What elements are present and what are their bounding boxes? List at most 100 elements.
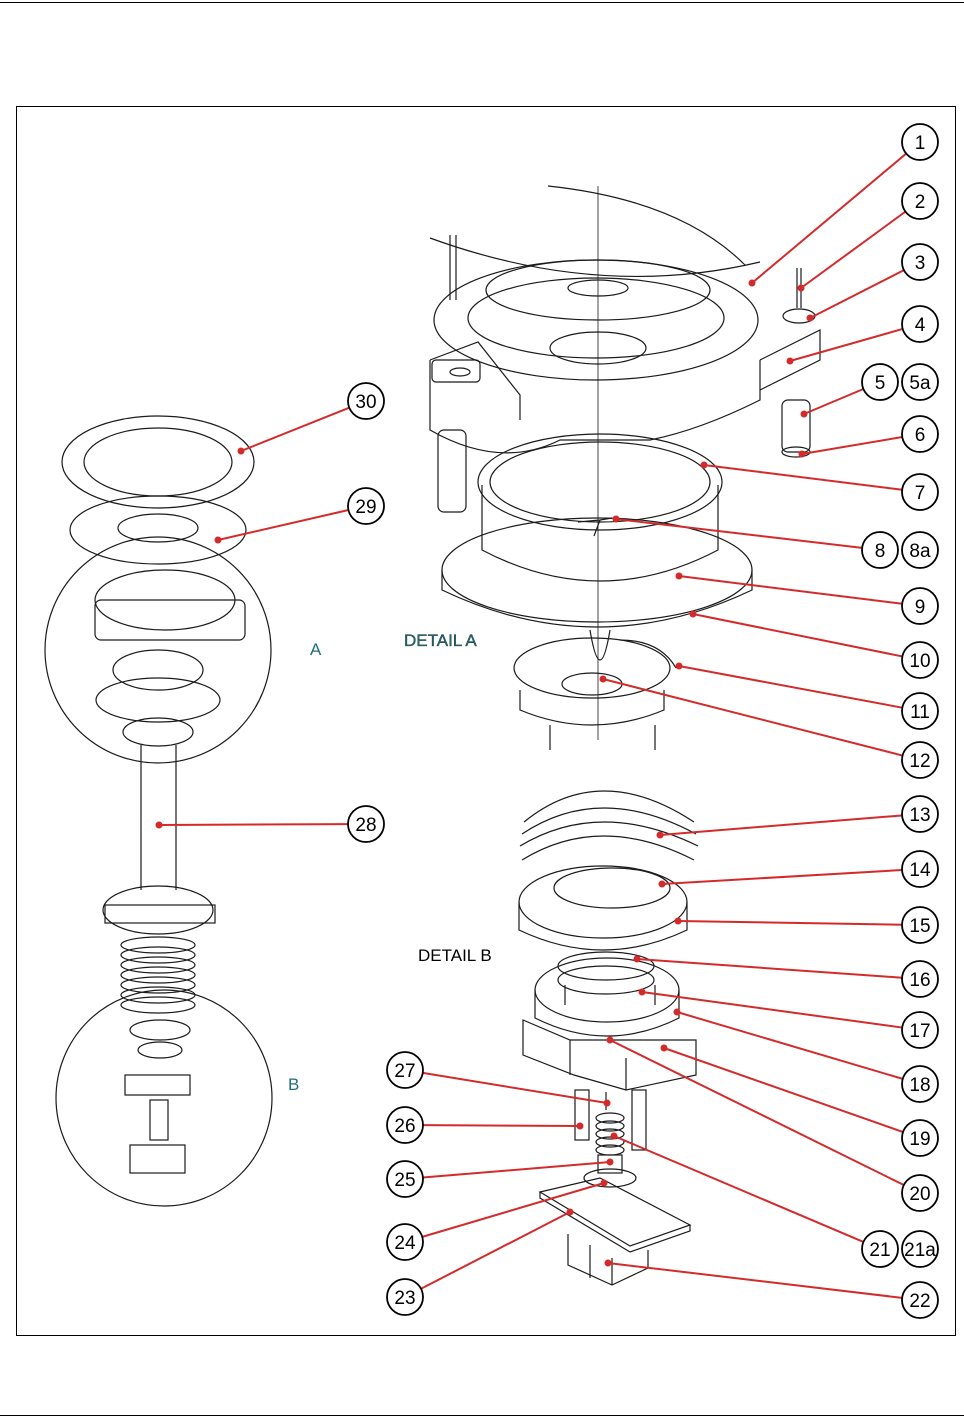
callout-balloon-27: 27 (387, 1052, 423, 1088)
callout-balloon-9: 9 (902, 588, 938, 624)
leader-dot-15 (675, 918, 682, 925)
callout-balloon-2: 2 (902, 183, 938, 219)
leader-line-23 (421, 1212, 570, 1289)
callout-number: 11 (910, 702, 930, 723)
detail-a-title: DETAIL A (404, 631, 477, 650)
leader-dot-9 (676, 573, 683, 580)
callout-balloon-8a: 8a (902, 532, 938, 568)
callout-number: 28 (355, 815, 376, 836)
callout-balloon-24: 24 (387, 1224, 423, 1260)
callout-number: 7 (915, 483, 926, 504)
leader-line-20 (610, 1040, 904, 1185)
callout-balloon-7: 7 (902, 474, 938, 510)
leader-line-27 (423, 1073, 607, 1103)
callout-balloon-11: 11 (902, 693, 938, 729)
leader-line-30 (241, 408, 349, 451)
callout-balloon-21: 21 (862, 1231, 898, 1267)
leader-dot-14 (659, 881, 666, 888)
callout-number: 17 (909, 1021, 930, 1042)
callout-balloon-13: 13 (902, 796, 938, 832)
leader-dot-25 (607, 1159, 614, 1166)
leader-line-13 (660, 815, 902, 835)
leader-dot-4 (787, 358, 794, 365)
leader-line-7 (704, 465, 902, 490)
leader-line-5 (804, 389, 863, 414)
leader-dot-7 (701, 462, 708, 469)
callout-number: 22 (909, 1291, 930, 1312)
leader-line-17 (642, 992, 902, 1028)
leader-line-10 (693, 614, 902, 656)
callout-balloon-6: 6 (902, 416, 938, 452)
callout-number: 15 (909, 916, 930, 937)
leader-line-3 (810, 270, 904, 318)
detail-a-assembly (430, 186, 820, 750)
callout-balloon-29: 29 (348, 488, 384, 524)
callout-balloon-19: 19 (902, 1120, 938, 1156)
callout-number: 8 (875, 541, 886, 562)
callout-number: 26 (394, 1116, 415, 1137)
callout-balloon-30: 30 (348, 383, 384, 419)
leader-line-15 (678, 921, 902, 925)
callout-balloon-5: 5 (862, 364, 898, 400)
leader-dot-21 (611, 1133, 618, 1140)
leader-dot-27 (604, 1100, 611, 1107)
callout-balloon-18: 18 (902, 1066, 938, 1102)
leader-line-8 (616, 519, 862, 548)
leader-line-6 (802, 437, 902, 454)
callout-balloon-25: 25 (387, 1161, 423, 1197)
detail-a-letter: A (310, 640, 322, 659)
leader-dot-29 (215, 537, 222, 544)
callout-number: 5 (875, 373, 886, 394)
leader-line-12 (603, 679, 903, 756)
leader-line-28 (159, 824, 348, 825)
callout-number: 2 (915, 192, 926, 213)
leader-dot-13 (657, 832, 664, 839)
callout-number: 19 (909, 1129, 930, 1150)
callout-balloon-28: 28 (348, 806, 384, 842)
callout-balloon-20: 20 (902, 1175, 938, 1211)
leader-line-26 (423, 1125, 580, 1126)
leader-dot-6 (799, 451, 806, 458)
callout-number: 21 (869, 1240, 890, 1261)
callout-balloon-1: 1 (902, 124, 938, 160)
leader-line-24 (422, 1183, 604, 1237)
leader-dot-28 (156, 822, 163, 829)
leader-dot-30 (238, 448, 245, 455)
leader-dot-26 (577, 1123, 584, 1130)
leader-line-22 (608, 1263, 902, 1298)
overview-bellows (121, 937, 195, 1013)
leader-line-4 (790, 329, 903, 361)
callout-number: 29 (355, 497, 376, 518)
callout-number: 1 (915, 133, 926, 154)
leader-dot-2 (798, 285, 805, 292)
leader-dot-12 (600, 676, 607, 683)
leader-line-14 (662, 870, 902, 884)
callout-balloon-12: 12 (902, 742, 938, 778)
callout-number: 8a (909, 541, 931, 562)
leader-dot-5 (801, 411, 808, 418)
callout-number: 14 (909, 860, 931, 881)
callout-number: 10 (909, 651, 930, 672)
callout-number: 16 (909, 970, 930, 991)
leader-dot-20 (607, 1037, 614, 1044)
leader-dot-10 (690, 611, 697, 618)
callout-number: 20 (909, 1184, 930, 1205)
callout-balloon-21a: 21a (902, 1231, 938, 1267)
callout-number: 24 (394, 1233, 416, 1254)
leader-line-1 (752, 154, 906, 283)
callout-balloon-23: 23 (387, 1279, 423, 1315)
leader-dot-22 (605, 1260, 612, 1267)
leader-dot-19 (661, 1045, 668, 1052)
leader-dot-8 (613, 516, 620, 523)
detail-b-title: DETAIL B (418, 946, 492, 965)
callout-number: 25 (394, 1170, 415, 1191)
callout-number: 3 (915, 253, 926, 274)
callout-number: 27 (394, 1061, 415, 1082)
leader-dot-1 (749, 280, 756, 287)
leader-dot-24 (601, 1180, 608, 1187)
callout-number: 12 (909, 751, 930, 772)
callout-balloon-17: 17 (902, 1012, 938, 1048)
leader-dot-11 (676, 663, 683, 670)
detail-b-letter: B (288, 1075, 299, 1094)
